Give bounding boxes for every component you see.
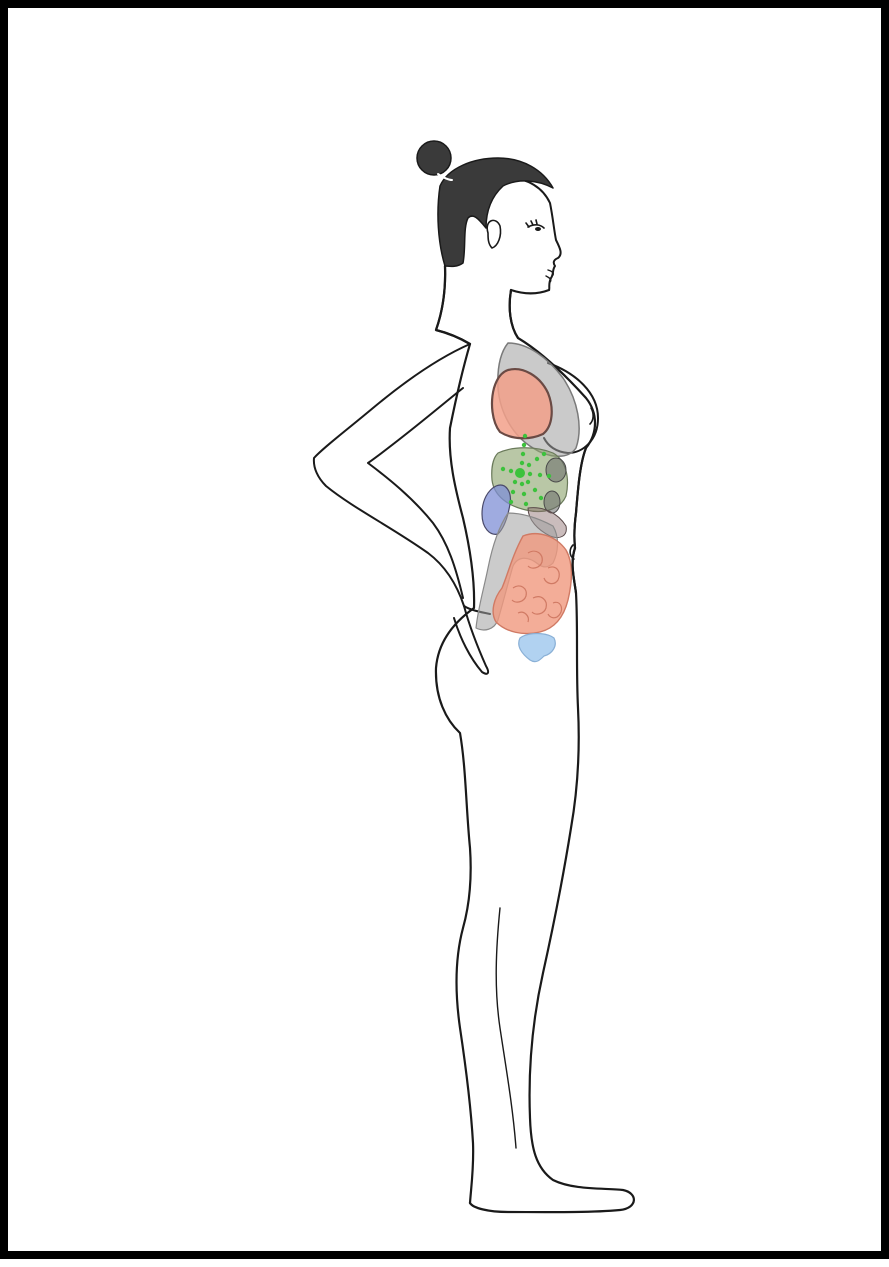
organs [476, 343, 579, 662]
arm [314, 344, 490, 674]
eye [526, 220, 544, 228]
hair [438, 158, 553, 266]
anatomy-illustration [8, 8, 889, 1267]
upper-arm-outer [314, 344, 470, 606]
pancreas [546, 458, 566, 482]
inner-leg-line [496, 908, 516, 1148]
hair-bun [417, 141, 451, 175]
nipple [590, 408, 593, 424]
upper-arm-inner [368, 388, 463, 598]
head [417, 141, 561, 290]
bladder [519, 634, 556, 662]
eye-pupil [535, 227, 541, 231]
ear [487, 220, 500, 248]
